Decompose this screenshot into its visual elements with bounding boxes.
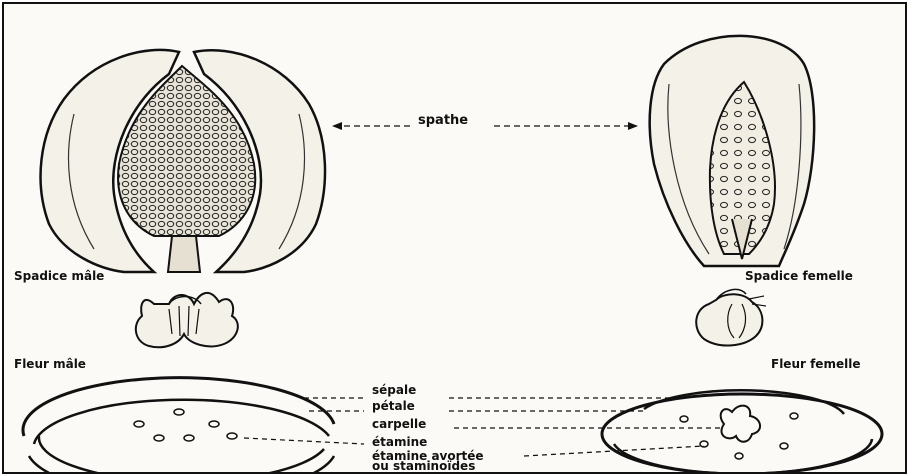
label-carpelle: carpelle — [372, 417, 426, 431]
label-etamine: étamine — [372, 435, 427, 449]
label-spadice-male: Spadice mâle — [14, 269, 104, 283]
label-petale: pétale — [372, 399, 415, 413]
male-flower-drawing — [136, 293, 238, 347]
label-staminoides: ou staminoïdes — [372, 459, 475, 472]
male-spadix-stalk — [168, 236, 200, 272]
label-spadice-femelle: Spadice femelle — [745, 269, 853, 283]
date-palm-diagram: spathe Spadice mâle Spadice femelle Fleu… — [4, 4, 905, 472]
male-floral-diagram — [23, 378, 334, 472]
female-spadix-drawing — [650, 36, 814, 266]
label-sepale: sépale — [372, 383, 416, 397]
spathe-label-group: spathe — [332, 113, 638, 130]
floral-diagram-labels: sépale pétale carpelle étamine étamine a… — [244, 383, 724, 472]
label-fleur-male: Fleur mâle — [14, 357, 86, 371]
male-spadix-drawing — [41, 50, 325, 272]
female-floral-diagram — [602, 390, 882, 472]
label-spathe: spathe — [418, 113, 468, 128]
label-fleur-femelle: Fleur femelle — [771, 357, 860, 371]
female-flower-drawing — [696, 289, 766, 345]
